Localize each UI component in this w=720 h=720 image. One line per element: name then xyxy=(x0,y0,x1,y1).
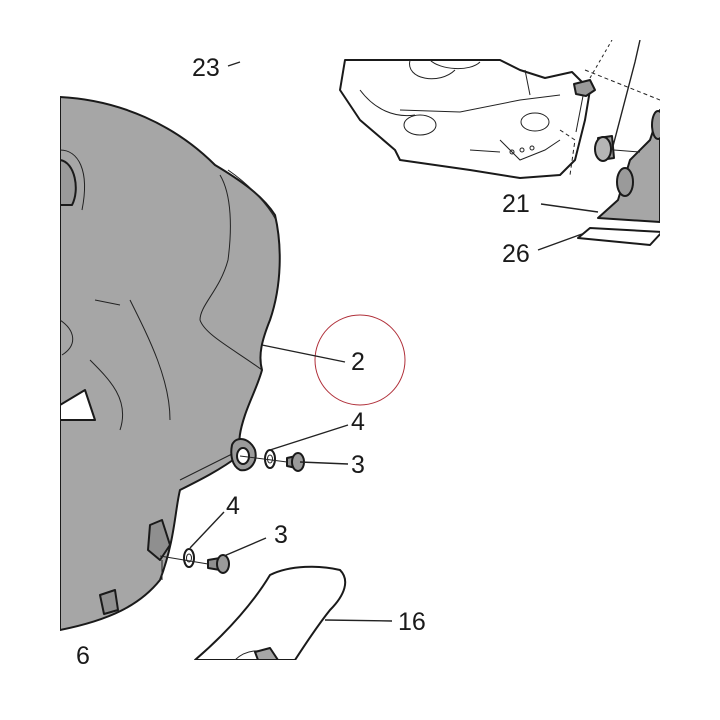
highlight-circle xyxy=(314,314,406,406)
leader-lines xyxy=(189,40,641,622)
washer-lower xyxy=(183,548,195,568)
screw-upper xyxy=(286,452,305,472)
callout-26: 26 xyxy=(502,240,530,268)
tank-cover-2 xyxy=(60,96,281,631)
guide-line xyxy=(584,69,660,101)
callout-2: 2 xyxy=(351,348,365,376)
screw-lower xyxy=(207,554,230,574)
callout-6: 6 xyxy=(76,642,90,670)
callout-4-upper: 4 xyxy=(351,408,365,436)
callout-3-lower: 3 xyxy=(274,521,288,549)
side-panel-21 xyxy=(597,109,660,223)
label-strip-26 xyxy=(577,227,660,246)
callout-21: 21 xyxy=(502,190,530,218)
frame-bracket-assembly xyxy=(339,59,591,179)
retaining-clip xyxy=(573,40,613,133)
callout-23: 23 xyxy=(192,54,220,82)
callout-16: 16 xyxy=(398,608,426,636)
callout-4-lower: 4 xyxy=(226,492,240,520)
callout-3-upper: 3 xyxy=(351,451,365,479)
rubber-grommet xyxy=(594,135,641,162)
axis-line xyxy=(159,555,209,565)
axis-line xyxy=(239,455,288,463)
panel-16 xyxy=(194,565,347,660)
